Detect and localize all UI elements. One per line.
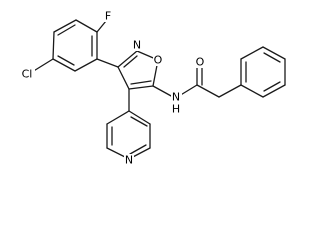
atom-label-amide-h: H [172,103,180,116]
bond [52,31,55,60]
bond [117,50,138,68]
bond [262,46,286,60]
bond [57,55,75,66]
atom-amide-nh: N H [171,91,182,116]
bond-aryl-isoxazole [96,58,119,68]
atom-label-amide-n: N [172,91,180,104]
atom-label-ring-o: O [154,54,163,67]
atom-cl: Cl [19,68,35,81]
molecule-diagram: F Cl N O N H O N [19,9,286,167]
bond-isoxazole-nh [152,85,174,98]
bond [117,66,130,90]
bond-c-f [96,20,107,33]
bond-carbonyl-ch2 [196,84,220,98]
bond [240,84,264,98]
bond [52,58,76,72]
atom-ring-o: O [153,54,163,67]
bond [263,52,281,63]
bond [129,144,147,155]
bond [262,84,286,98]
atom-label-carbonyl-o: O [196,56,205,69]
bond [128,110,151,125]
atom-label-cl: Cl [22,68,33,81]
atom-label-ring-n: N [133,39,141,52]
bond [123,55,138,68]
isoxazole-ring [117,50,159,90]
atom-label-pyridine-n: N [125,154,133,167]
atom-label-f: F [105,10,111,23]
phenyl-ring [240,46,286,98]
atom-pyridine-n: N [124,154,134,167]
bond [57,24,76,36]
pyridine-ring [106,110,151,160]
bond-ch2-phenyl [218,84,242,98]
atom-ring-n: N [132,39,142,52]
chlorofluorophenyl-ring [52,19,98,72]
bond [130,80,152,85]
bond [130,116,148,127]
atom-carbonyl-o: O [195,56,205,69]
atom-f: F [103,10,113,23]
bond [240,46,264,60]
bond [74,58,98,72]
bond [53,19,77,33]
bond-c-cl [31,58,54,73]
bond [75,19,98,33]
bond [263,81,281,92]
bond [106,110,130,125]
bond [128,85,154,90]
